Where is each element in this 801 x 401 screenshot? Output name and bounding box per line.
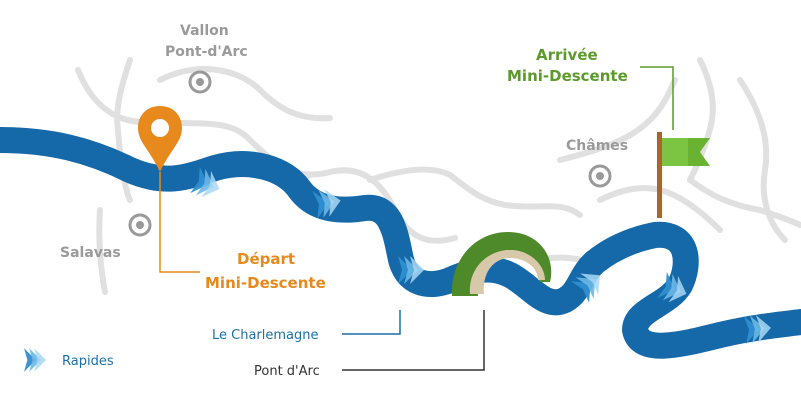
arrival-callout-line [640, 66, 674, 130]
town-label-chames: Châmes [566, 138, 628, 154]
arrival-label-line2: Mini-Descente [507, 67, 628, 85]
legend-rapides-label: Rapides [62, 354, 114, 369]
pont-darc-label: Pont d'Arc [254, 364, 320, 379]
departure-callout-line [159, 172, 200, 273]
departure-label-line1: Départ [237, 250, 295, 268]
arrival-label-line1: Arrivée [536, 46, 598, 64]
pont-darc-arch [451, 232, 552, 296]
town-label-vallon-line2: Pont-d'Arc [165, 44, 248, 60]
departure-label-line2: Mini-Descente [205, 274, 326, 292]
town-label-vallon-line1: Vallon [180, 23, 229, 39]
chevron-arrows-icon [24, 348, 47, 372]
charlemagne-label: Le Charlemagne [212, 328, 319, 343]
charlemagne-callout-line [342, 310, 401, 335]
pont-darc-callout-line [342, 310, 485, 371]
town-label-salavas: Salavas [60, 245, 121, 261]
target-icon [588, 164, 612, 188]
flag-icon [657, 132, 710, 218]
target-icon [188, 70, 212, 94]
target-icon [128, 213, 152, 237]
map-pin-icon [138, 106, 182, 172]
river [0, 127, 801, 359]
